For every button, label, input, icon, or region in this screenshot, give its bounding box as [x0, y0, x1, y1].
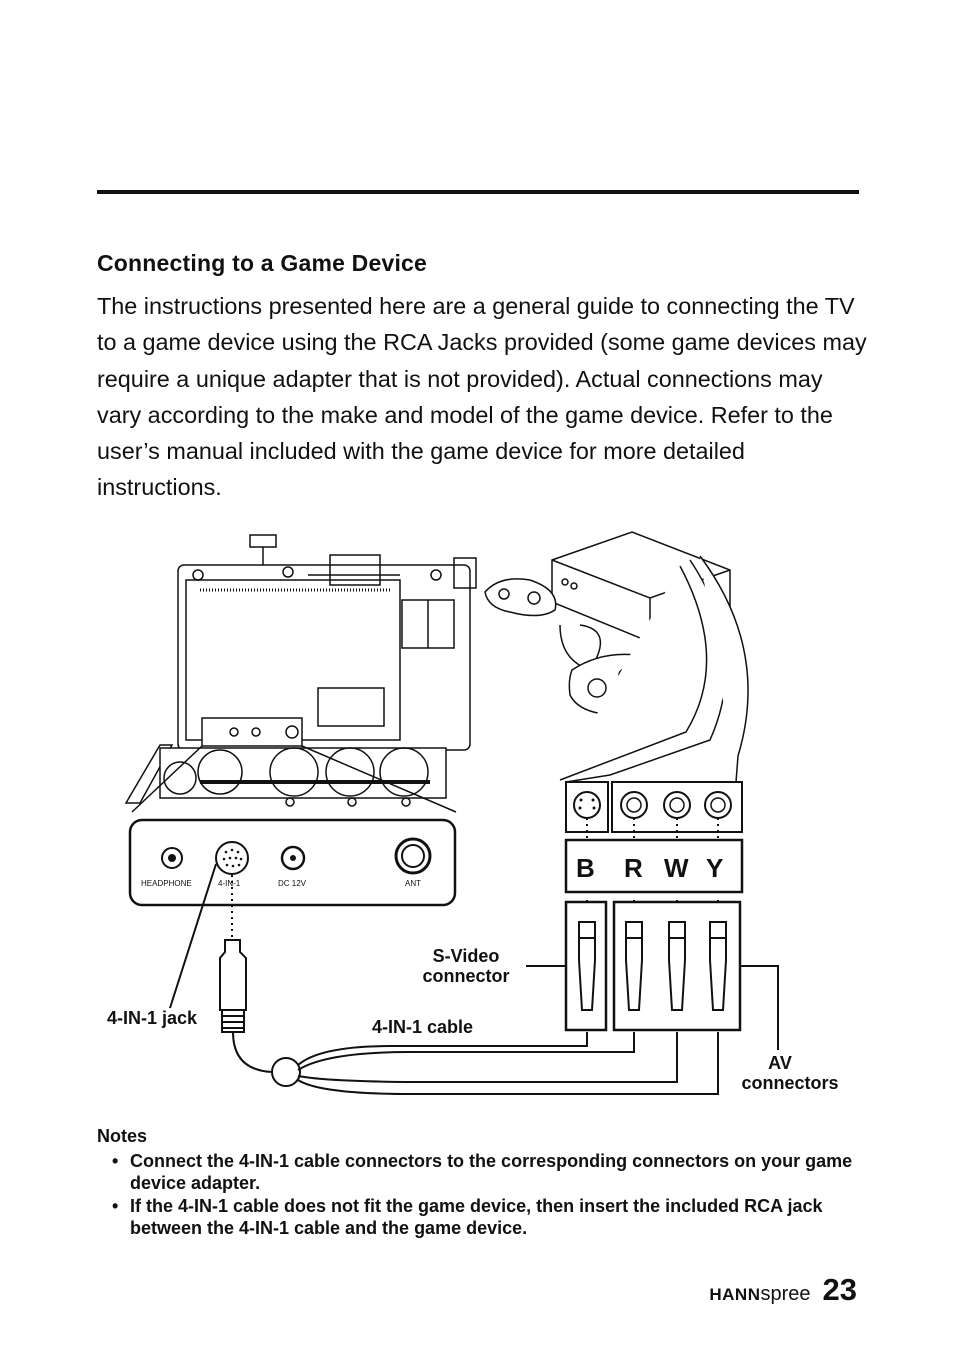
device-connector-boxes: B R W Y: [564, 781, 744, 894]
notes-list: • Connect the 4-IN-1 cable connectors to …: [108, 1150, 868, 1240]
connection-diagram-svg: HEADPHONE 4-IN-1 DC 12V ANT B R W: [107, 531, 839, 1095]
four-in-one-jack-icon: [215, 841, 249, 875]
svideo-port-icon: [573, 791, 601, 819]
tv-connector-panel: HEADPHONE 4-IN-1 DC 12V ANT: [128, 818, 457, 907]
letter-r: R: [624, 853, 643, 883]
label-dc: DC 12V: [278, 879, 307, 888]
note-item: • Connect the 4-IN-1 cable connectors to …: [108, 1150, 868, 1194]
label-av-2: connectors: [741, 1073, 838, 1093]
guide-dotted-lines: [231, 818, 719, 938]
notes-title: Notes: [97, 1126, 148, 1146]
brand-logo-bold: HANN: [709, 1285, 761, 1304]
brand-logo-light: spree: [760, 1283, 811, 1305]
label-ant: ANT: [405, 879, 421, 888]
label-svideo-1: S-Video: [433, 946, 500, 966]
label-four-in-one-jack: 4-IN-1 jack: [107, 1008, 198, 1028]
label-headphone: HEADPHONE: [141, 879, 192, 888]
game-console-drawing: [484, 531, 749, 783]
letter-w: W: [664, 853, 689, 883]
top-rule: [97, 190, 859, 194]
label-av-1: AV: [768, 1053, 792, 1073]
section-heading: Connecting to a Game Device: [97, 250, 428, 276]
label-four-in-one-cable: 4-IN-1 cable: [372, 1017, 473, 1037]
label-svideo-2: connector: [422, 966, 509, 986]
label-four-in-one: 4-IN-1: [218, 879, 241, 888]
callout-lines: [169, 863, 779, 1050]
bullet-icon: •: [112, 1151, 119, 1171]
bullet-icon: •: [112, 1196, 119, 1216]
cable-plugs: [564, 900, 742, 1032]
letter-b: B: [576, 853, 595, 883]
page-number: 23: [822, 1272, 857, 1307]
note-item: • If the 4-IN-1 cable does not fit the ga…: [108, 1195, 868, 1239]
note-text: Connect the 4-IN-1 cable connectors to t…: [130, 1151, 853, 1193]
note-text: If the 4-IN-1 cable does not fit the gam…: [130, 1196, 823, 1238]
letter-y: Y: [706, 853, 723, 883]
tv-drawing: [124, 534, 477, 813]
cable-wires: [232, 1031, 719, 1095]
page-footer: HANN spree 23: [709, 1272, 857, 1308]
connection-diagram: HEADPHONE 4-IN-1 DC 12V ANT B R W: [90, 520, 870, 1120]
intro-paragraph: The instructions presented here are a ge…: [97, 293, 867, 501]
four-in-one-plug: [219, 939, 301, 1087]
